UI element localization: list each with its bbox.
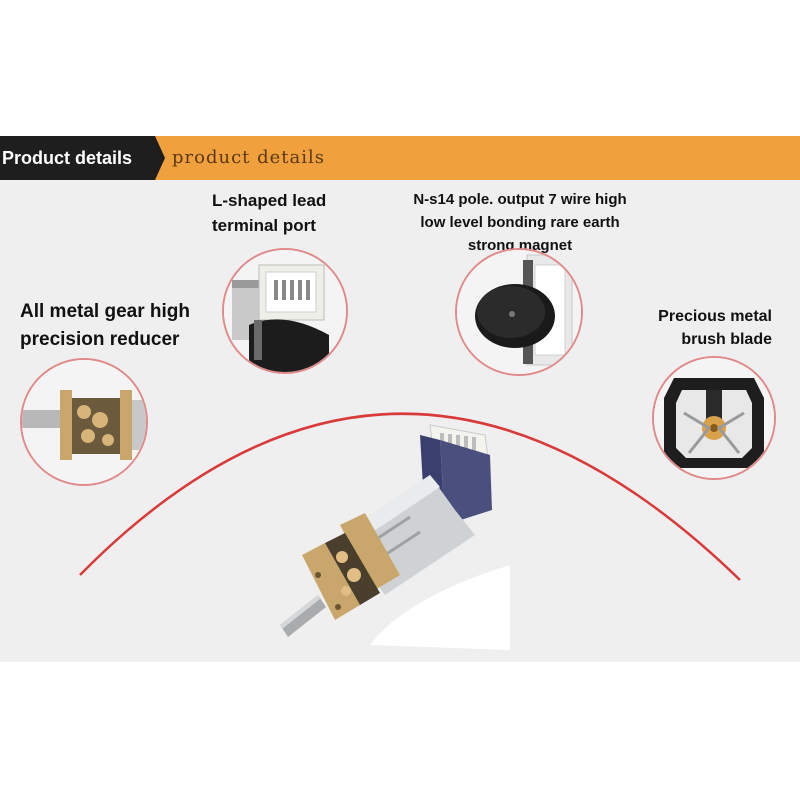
magnet-photo <box>455 248 583 376</box>
feature-label-line: All metal gear high <box>20 301 190 322</box>
gear-motor-photo <box>280 424 510 650</box>
gear-reducer-photo <box>20 358 148 486</box>
section-header-tab <box>0 136 155 180</box>
feature-label-magnet: N-s14 pole. output 7 wire high low level… <box>380 188 660 257</box>
feature-label-line: strong magnet <box>467 237 573 254</box>
feature-label-line: N-s14 pole. output 7 wire high <box>413 191 627 208</box>
section-subtitle: product details <box>172 147 326 168</box>
feature-label-l-shaped: L-shaped lead terminal port <box>212 188 326 238</box>
feature-label-line: brush blade <box>681 331 772 348</box>
brush-blade-photo <box>652 356 776 480</box>
feature-label-line: L-shaped lead <box>212 191 327 210</box>
feature-label-gear: All metal gear high precision reducer <box>20 298 190 354</box>
feature-label-line: precision reducer <box>20 329 180 350</box>
feature-label-line: Precious metal <box>658 308 772 325</box>
feature-label-brush: Precious metal brush blade <box>634 305 772 351</box>
feature-label-line: terminal port <box>212 216 316 235</box>
terminal-port-photo <box>222 248 348 374</box>
section-title: Product details <box>2 148 133 168</box>
header-arrow-icon <box>155 136 165 180</box>
feature-label-line: low level bonding rare earth <box>420 214 620 231</box>
